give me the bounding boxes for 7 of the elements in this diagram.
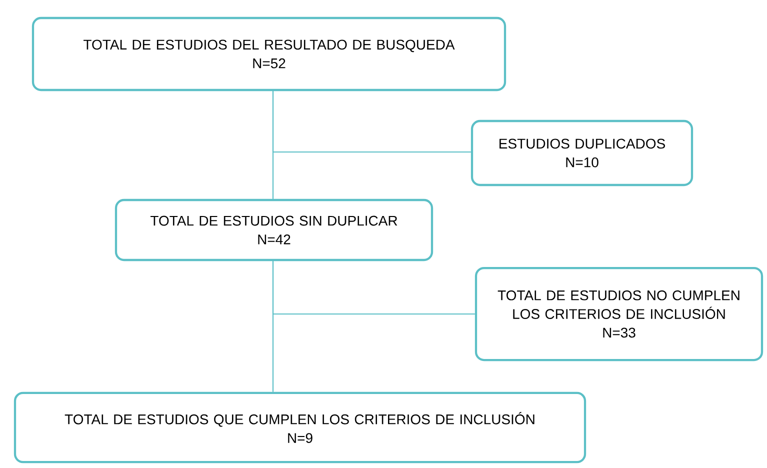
process-box: TOTAL DE ESTUDIOS NO CUMPLEN LOS CRITERIOS DE INCLUSIÓN N=33: [474, 266, 764, 362]
process-box: TOTAL DE ESTUDIOS QUE CUMPLEN LOS CRITERIOS DE INCLUSIÓN N=9: [14, 392, 586, 464]
process-box: ESTUDIOS DUPLICADOS N=10: [470, 120, 694, 186]
process-box: TOTAL DE ESTUDIOS SIN DUPLICAR N=42: [114, 198, 434, 262]
process-box: TOTAL DE ESTUDIOS DEL RESULTADO DE BUSQUEDA N=52: [32, 16, 506, 92]
connector-line: [272, 91, 471, 153]
connector-line: [272, 261, 475, 315]
